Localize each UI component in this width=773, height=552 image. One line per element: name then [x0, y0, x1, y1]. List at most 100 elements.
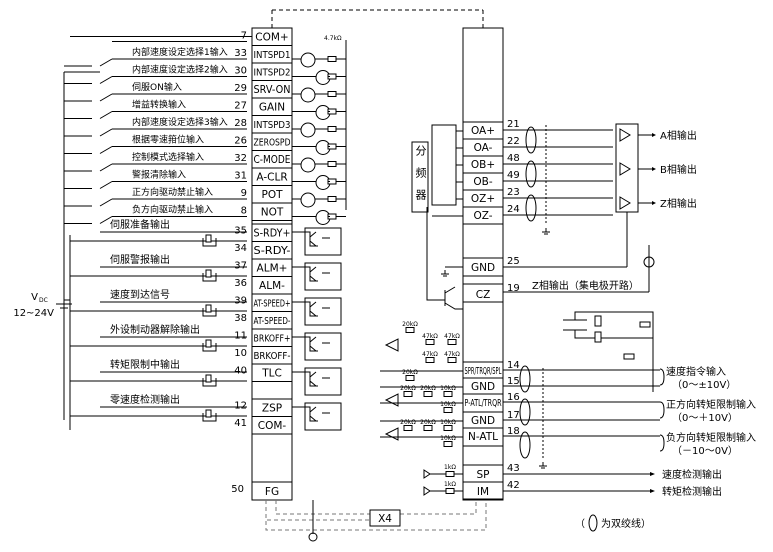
- signal-cell-not: [251, 202, 293, 221]
- resistor: [443, 441, 453, 447]
- receiver-icon: [619, 128, 631, 142]
- arrow-icon: [652, 201, 656, 205]
- divider-box: [411, 141, 429, 213]
- signal-name: OA+: [471, 125, 495, 137]
- pin-number: 33: [234, 48, 247, 59]
- resistor: [443, 425, 453, 431]
- pin-number: 19: [507, 283, 520, 294]
- signal-name: A-CLR: [256, 172, 287, 184]
- divider-label: 分频器: [414, 145, 427, 211]
- optocoupler-icon: [300, 87, 316, 103]
- pin-number: 34: [234, 243, 247, 254]
- signal-name: SPR/TRQR/SPL: [465, 366, 502, 377]
- signal-name: COM-: [258, 420, 287, 432]
- diode-icon: [202, 413, 217, 422]
- receiver-icon: [619, 196, 631, 210]
- signal-cell-fg: [251, 481, 293, 501]
- buffer-icon: [423, 486, 431, 496]
- diode-icon: [202, 378, 217, 387]
- switch-icon: [99, 146, 113, 154]
- resistor-4.7k: [327, 56, 337, 62]
- resistor-value: 4.7kΩ: [324, 35, 342, 42]
- twisted-pair-icon: [519, 431, 531, 459]
- optocoupler-icon: [300, 157, 316, 173]
- pin-number: 42: [507, 480, 520, 491]
- relay-icon: [205, 234, 212, 243]
- signal-name: CZ: [476, 289, 491, 301]
- signal-name: GND: [471, 381, 495, 393]
- resistor: [594, 315, 602, 327]
- transistor-icon: [292, 266, 318, 282]
- brace-icon: [659, 434, 665, 452]
- signal-name: SRV-ON: [254, 84, 291, 96]
- resistor-4.7k: [327, 126, 337, 132]
- input-label: 内部速度设定选择3输入: [132, 116, 228, 128]
- signal-name: AT-SPEED+: [254, 299, 291, 310]
- phase-output-label: A相输出: [660, 129, 697, 142]
- pin-number: 36: [234, 278, 247, 289]
- input-label: 控制模式选择输入: [132, 151, 204, 163]
- signal-cell: [251, 381, 293, 400]
- input-label: 伺服ON输入: [132, 81, 182, 93]
- signal-name: OZ+: [471, 193, 495, 205]
- pin-number: 38: [234, 313, 247, 324]
- resistor: [447, 357, 457, 363]
- signal-name: INTSPD1: [254, 50, 291, 61]
- signal-name: INTSPD3: [254, 120, 291, 131]
- supply-voltage: V: [31, 292, 38, 303]
- relay-icon: [205, 304, 212, 313]
- battery-icon: [56, 299, 72, 309]
- resistor: [405, 327, 415, 333]
- transistor-icon: [426, 207, 463, 310]
- signal-name: BRKOFF-: [254, 351, 291, 362]
- input-label: 内部速度设定选择2输入: [132, 64, 228, 76]
- monitor-output-label: 转矩检测输出: [662, 485, 722, 498]
- switch-icon: [99, 181, 113, 189]
- switch-icon: [99, 198, 113, 207]
- pin-number: 25: [507, 256, 520, 267]
- pin-number: 43: [507, 463, 520, 474]
- pin-number: 24: [507, 204, 520, 215]
- arrow-icon: [652, 167, 656, 171]
- input-label: 根据零速箝位输入: [132, 134, 204, 146]
- diode-icon: [202, 343, 217, 352]
- signal-name: INTSPD2: [254, 68, 291, 79]
- signal-name: GND: [471, 262, 495, 274]
- signal-name: OB-: [473, 176, 492, 188]
- potentiometer-circuit: [563, 311, 654, 392]
- frame-ground-icon: [308, 532, 318, 542]
- pin-number: 23: [507, 187, 520, 198]
- pin-number: 17: [507, 410, 520, 421]
- diode-icon: [202, 238, 217, 247]
- pin-number: 10: [234, 348, 247, 359]
- pin-number: 32: [234, 153, 247, 164]
- resistor: [639, 321, 651, 328]
- monitor-output-label: 速度检测输出: [662, 468, 722, 481]
- signal-name: N-ATL: [468, 431, 498, 443]
- resistor: [423, 425, 433, 431]
- input-label: 负方向驱动禁止输入: [132, 204, 213, 216]
- pin-number: 41: [234, 418, 247, 429]
- output-label: 伺服准备输出: [110, 218, 170, 231]
- signal-cell-cz: [462, 283, 504, 303]
- signal-name: GAIN: [259, 102, 285, 114]
- input-label: 正方向驱动禁止输入: [132, 186, 213, 198]
- signal-name: ZSP: [262, 403, 282, 415]
- signal-name: POT: [261, 189, 283, 201]
- resistor-4.7k: [327, 91, 337, 97]
- twisted-pair-legend-icon: [588, 514, 598, 532]
- resistor-value: 20kΩ: [402, 369, 418, 376]
- analog-input-label: 负方向转矩限制输入: [666, 431, 756, 444]
- pin-number: 26: [234, 136, 247, 147]
- cable-x4: [369, 509, 401, 527]
- analog-input-range: （－10～0V）: [672, 445, 738, 457]
- resistor: [623, 353, 635, 360]
- output-label: 转矩限制中输出: [110, 358, 180, 371]
- transistor-icon: [292, 301, 318, 317]
- pin-number: 14: [507, 360, 520, 371]
- supply-range: 12~24V: [13, 308, 54, 319]
- resistor-value: 47kΩ: [422, 351, 438, 358]
- op-amp-icon: [384, 393, 399, 407]
- resistor: [403, 391, 413, 397]
- resistor-value: 47kΩ: [422, 333, 438, 340]
